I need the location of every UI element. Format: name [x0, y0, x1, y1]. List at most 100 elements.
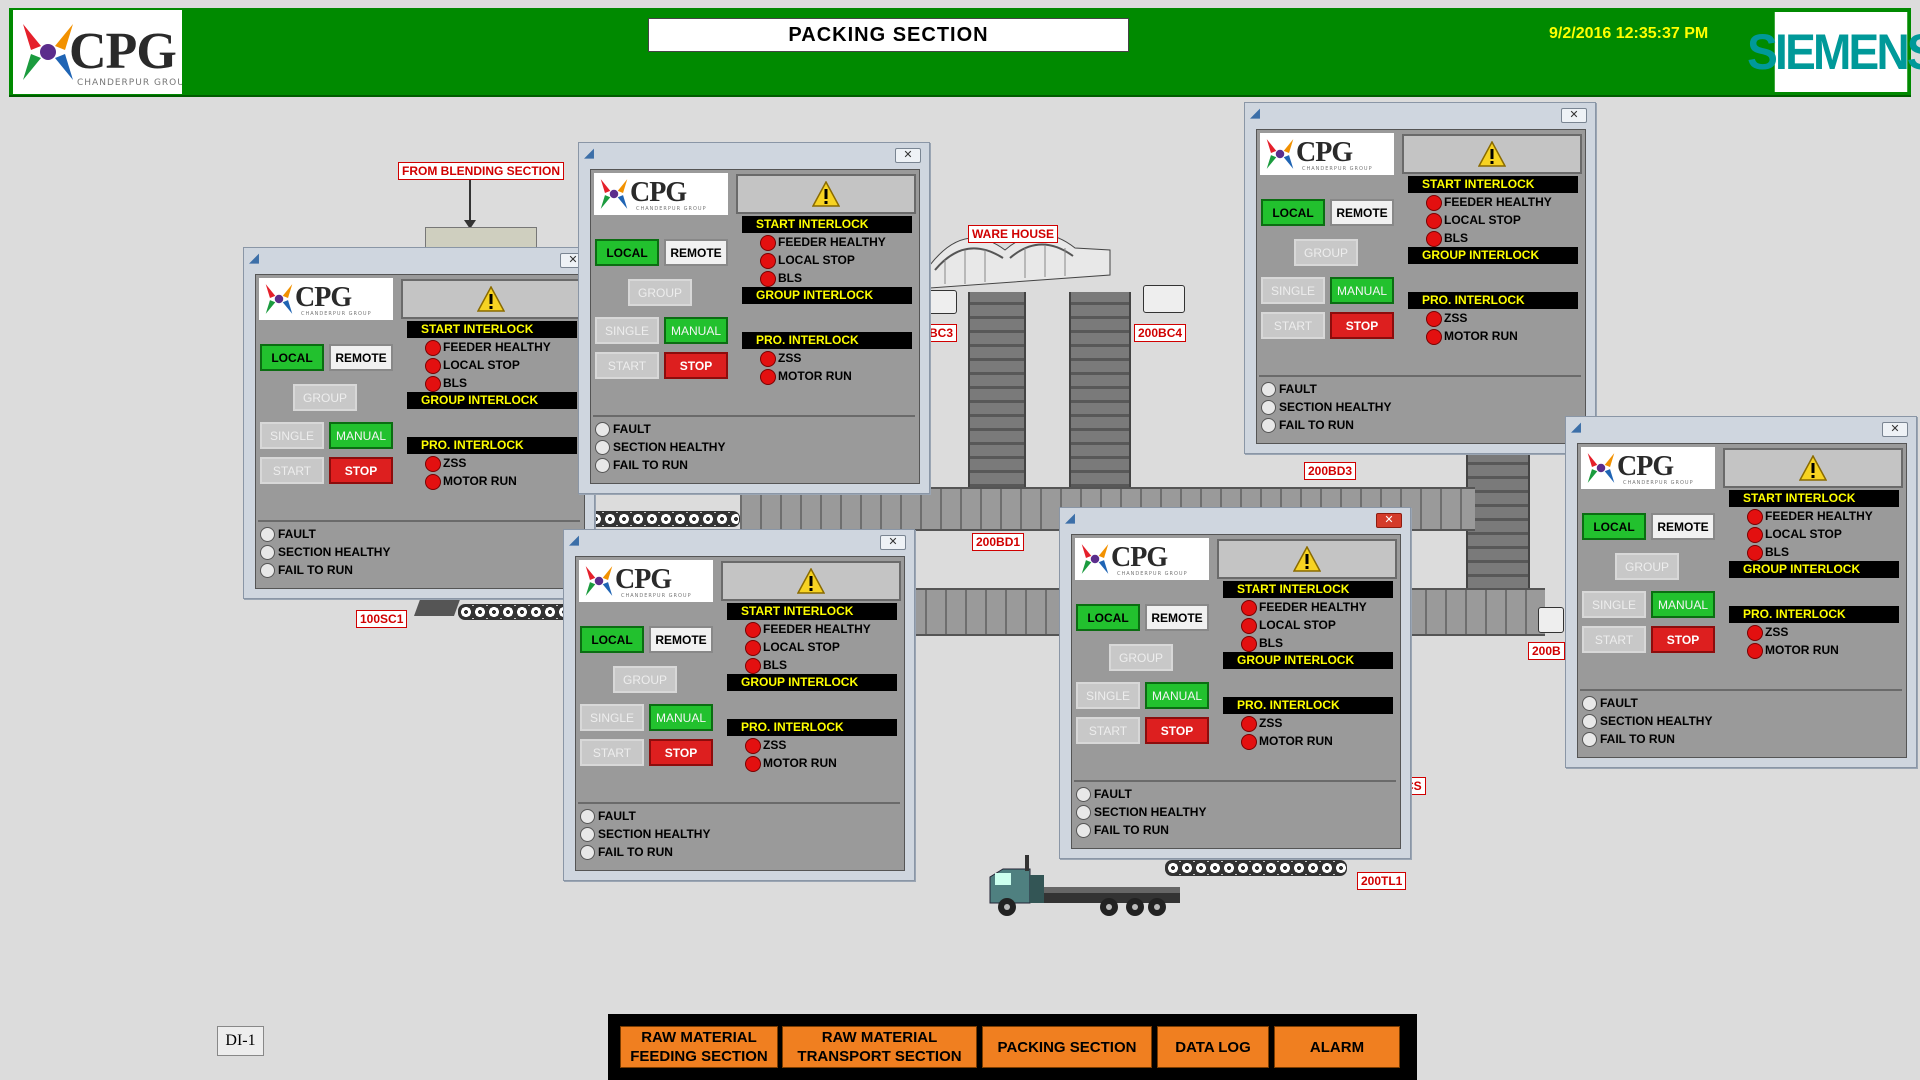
start-button[interactable]: START	[1076, 717, 1140, 744]
remote-button[interactable]: REMOTE	[1651, 513, 1715, 540]
close-button[interactable]: ✕	[880, 535, 906, 550]
local-button[interactable]: LOCAL	[260, 344, 324, 371]
group-button[interactable]: GROUP	[1294, 239, 1358, 266]
local-button[interactable]: LOCAL	[1261, 199, 1325, 226]
manual-button[interactable]: MANUAL	[1651, 591, 1715, 618]
group-interlock-header: GROUP INTERLOCK	[1223, 652, 1393, 669]
fail-to-run-row: FAIL TO RUN	[1074, 821, 1394, 839]
close-button[interactable]: ✕	[1561, 108, 1587, 123]
cpg-logo-subtext: CHANDERPUR GROUP	[636, 206, 707, 212]
remote-button[interactable]: REMOTE	[649, 626, 713, 653]
stop-button[interactable]: STOP	[649, 739, 713, 766]
window-titlebar[interactable]: ◢ ✕	[1566, 417, 1916, 439]
manual-button[interactable]: MANUAL	[1330, 277, 1394, 304]
start-button[interactable]: START	[595, 352, 659, 379]
cpg-logo-text: CPG	[69, 23, 177, 80]
start-interlock-header: START INTERLOCK	[1408, 176, 1578, 193]
remote-button[interactable]: REMOTE	[664, 239, 728, 266]
cpg-logo-subtext: CHANDERPUR GROUP	[1302, 166, 1373, 172]
nav-alarm[interactable]: ALARM	[1274, 1026, 1400, 1068]
single-button[interactable]: SINGLE	[580, 704, 644, 731]
status-led-icon	[425, 340, 441, 356]
remote-button[interactable]: REMOTE	[1145, 604, 1209, 631]
stop-button[interactable]: STOP	[1145, 717, 1209, 744]
window-titlebar[interactable]: ◢ ✕	[564, 530, 914, 552]
status-radio-icon	[1076, 805, 1091, 820]
nav-packing-section[interactable]: PACKING SECTION	[982, 1026, 1152, 1068]
status-led-icon	[1426, 195, 1442, 211]
status-panel: FAULT SECTION HEALTHY FAIL TO RUN	[258, 525, 578, 579]
window-titlebar[interactable]: ◢ ✕	[1245, 103, 1595, 125]
stop-button[interactable]: STOP	[329, 457, 393, 484]
local-button[interactable]: LOCAL	[1582, 513, 1646, 540]
faceplate-body: CPG CHANDERPUR GROUP LOCAL REMOTE GROUP …	[1256, 129, 1586, 444]
manual-button[interactable]: MANUAL	[664, 317, 728, 344]
elevator-left	[968, 292, 1026, 487]
window-titlebar[interactable]: ◢ ✕	[1060, 508, 1410, 530]
cpg-logo: CPG CHANDERPUR GROUP	[1075, 538, 1209, 580]
remote-button[interactable]: REMOTE	[329, 344, 393, 371]
tag-200bc3: BC3	[925, 324, 958, 342]
warning-triangle-icon	[477, 286, 505, 312]
stop-button[interactable]: STOP	[664, 352, 728, 379]
nav-raw-material-feeding[interactable]: RAW MATERIAL FEEDING SECTION	[620, 1026, 778, 1068]
status-led-icon	[1747, 643, 1763, 659]
single-button[interactable]: SINGLE	[1076, 682, 1140, 709]
close-button[interactable]: ✕	[1376, 513, 1402, 528]
section-navigation: RAW MATERIAL FEEDING SECTION RAW MATERIA…	[608, 1014, 1417, 1080]
motor-faceplate-window: ◢ ✕ CPG CHANDERPUR GROUP	[243, 247, 595, 599]
status-led-icon	[745, 738, 761, 754]
start-interlock-panel: START INTERLOCK FEEDER HEALTHY LOCAL STO…	[1223, 581, 1393, 750]
cpg-logo-icon	[585, 566, 613, 596]
single-button[interactable]: SINGLE	[1261, 277, 1325, 304]
stop-button[interactable]: STOP	[1330, 312, 1394, 339]
manual-button[interactable]: MANUAL	[649, 704, 713, 731]
nav-raw-material-transport[interactable]: RAW MATERIAL TRANSPORT SECTION	[782, 1026, 977, 1068]
window-titlebar[interactable]: ◢ ✕	[244, 248, 594, 270]
group-button[interactable]: GROUP	[1109, 644, 1173, 671]
wincc-window-icon: ◢	[1065, 510, 1075, 525]
close-icon: ✕	[1890, 423, 1900, 435]
start-button[interactable]: START	[1261, 312, 1325, 339]
manual-button[interactable]: MANUAL	[329, 422, 393, 449]
cpg-logo-subtext: CHANDERPUR GROUP	[1623, 480, 1694, 486]
tag-100sc1: 100SC1	[356, 610, 408, 628]
tag-ware-house: WARE HOUSE	[968, 225, 1059, 243]
local-button[interactable]: LOCAL	[595, 239, 659, 266]
local-button[interactable]: LOCAL	[580, 626, 644, 653]
group-button[interactable]: GROUP	[1615, 553, 1679, 580]
group-button[interactable]: GROUP	[293, 384, 357, 411]
start-button[interactable]: START	[260, 457, 324, 484]
local-stop-row: LOCAL STOP	[1408, 211, 1578, 229]
single-button[interactable]: SINGLE	[595, 317, 659, 344]
motor-run-row: MOTOR RUN	[1729, 641, 1899, 659]
status-led-icon	[745, 622, 761, 638]
local-button[interactable]: LOCAL	[1076, 604, 1140, 631]
start-interlock-header: START INTERLOCK	[1729, 490, 1899, 507]
status-panel: FAULT SECTION HEALTHY FAIL TO RUN	[1074, 785, 1394, 839]
elevator-right	[1069, 292, 1131, 487]
close-button[interactable]: ✕	[1882, 422, 1908, 437]
tag-200bd3: 200BD3	[1304, 462, 1357, 480]
nav-data-log[interactable]: DATA LOG	[1157, 1026, 1269, 1068]
start-interlock-panel: START INTERLOCK FEEDER HEALTHY LOCAL STO…	[742, 216, 912, 385]
local-stop-row: LOCAL STOP	[1729, 525, 1899, 543]
cpg-logo-icon	[265, 284, 293, 314]
close-icon: ✕	[568, 254, 578, 266]
cpg-logo: CPG CHANDERPUR GROUP	[579, 560, 713, 602]
single-button[interactable]: SINGLE	[260, 422, 324, 449]
manual-button[interactable]: MANUAL	[1145, 682, 1209, 709]
status-led-icon	[760, 253, 776, 269]
status-led-icon	[1241, 600, 1257, 616]
di-1-button[interactable]: DI-1	[217, 1026, 264, 1056]
alarm-indicator	[736, 174, 916, 214]
single-button[interactable]: SINGLE	[1582, 591, 1646, 618]
start-button[interactable]: START	[580, 739, 644, 766]
group-button[interactable]: GROUP	[628, 279, 692, 306]
window-titlebar[interactable]: ◢ ✕	[579, 143, 929, 165]
close-button[interactable]: ✕	[895, 148, 921, 163]
start-button[interactable]: START	[1582, 626, 1646, 653]
remote-button[interactable]: REMOTE	[1330, 199, 1394, 226]
group-button[interactable]: GROUP	[613, 666, 677, 693]
stop-button[interactable]: STOP	[1651, 626, 1715, 653]
